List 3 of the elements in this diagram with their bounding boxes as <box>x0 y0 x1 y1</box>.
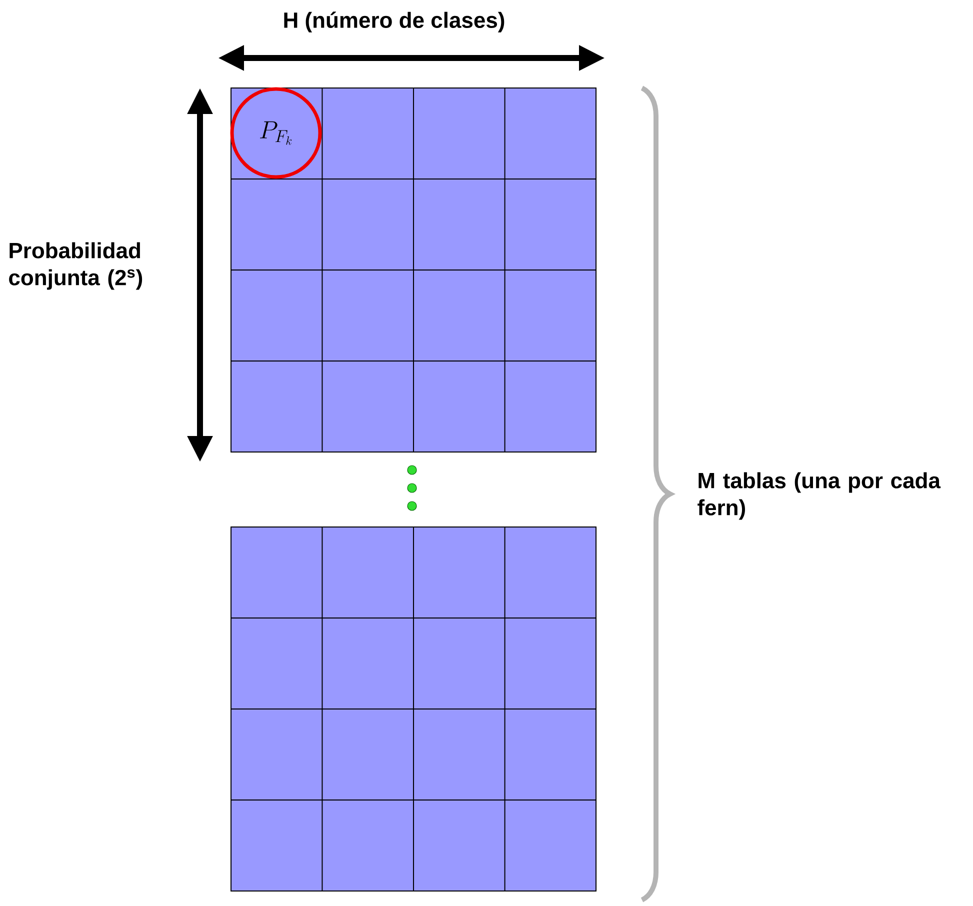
axis-label: H (número de clases) <box>284 12 504 32</box>
bracket-label: M tablas (una por cada fern) <box>698 472 941 520</box>
axis-label: Probabilidad conjunta (2$^{s}$) <box>9 242 142 290</box>
